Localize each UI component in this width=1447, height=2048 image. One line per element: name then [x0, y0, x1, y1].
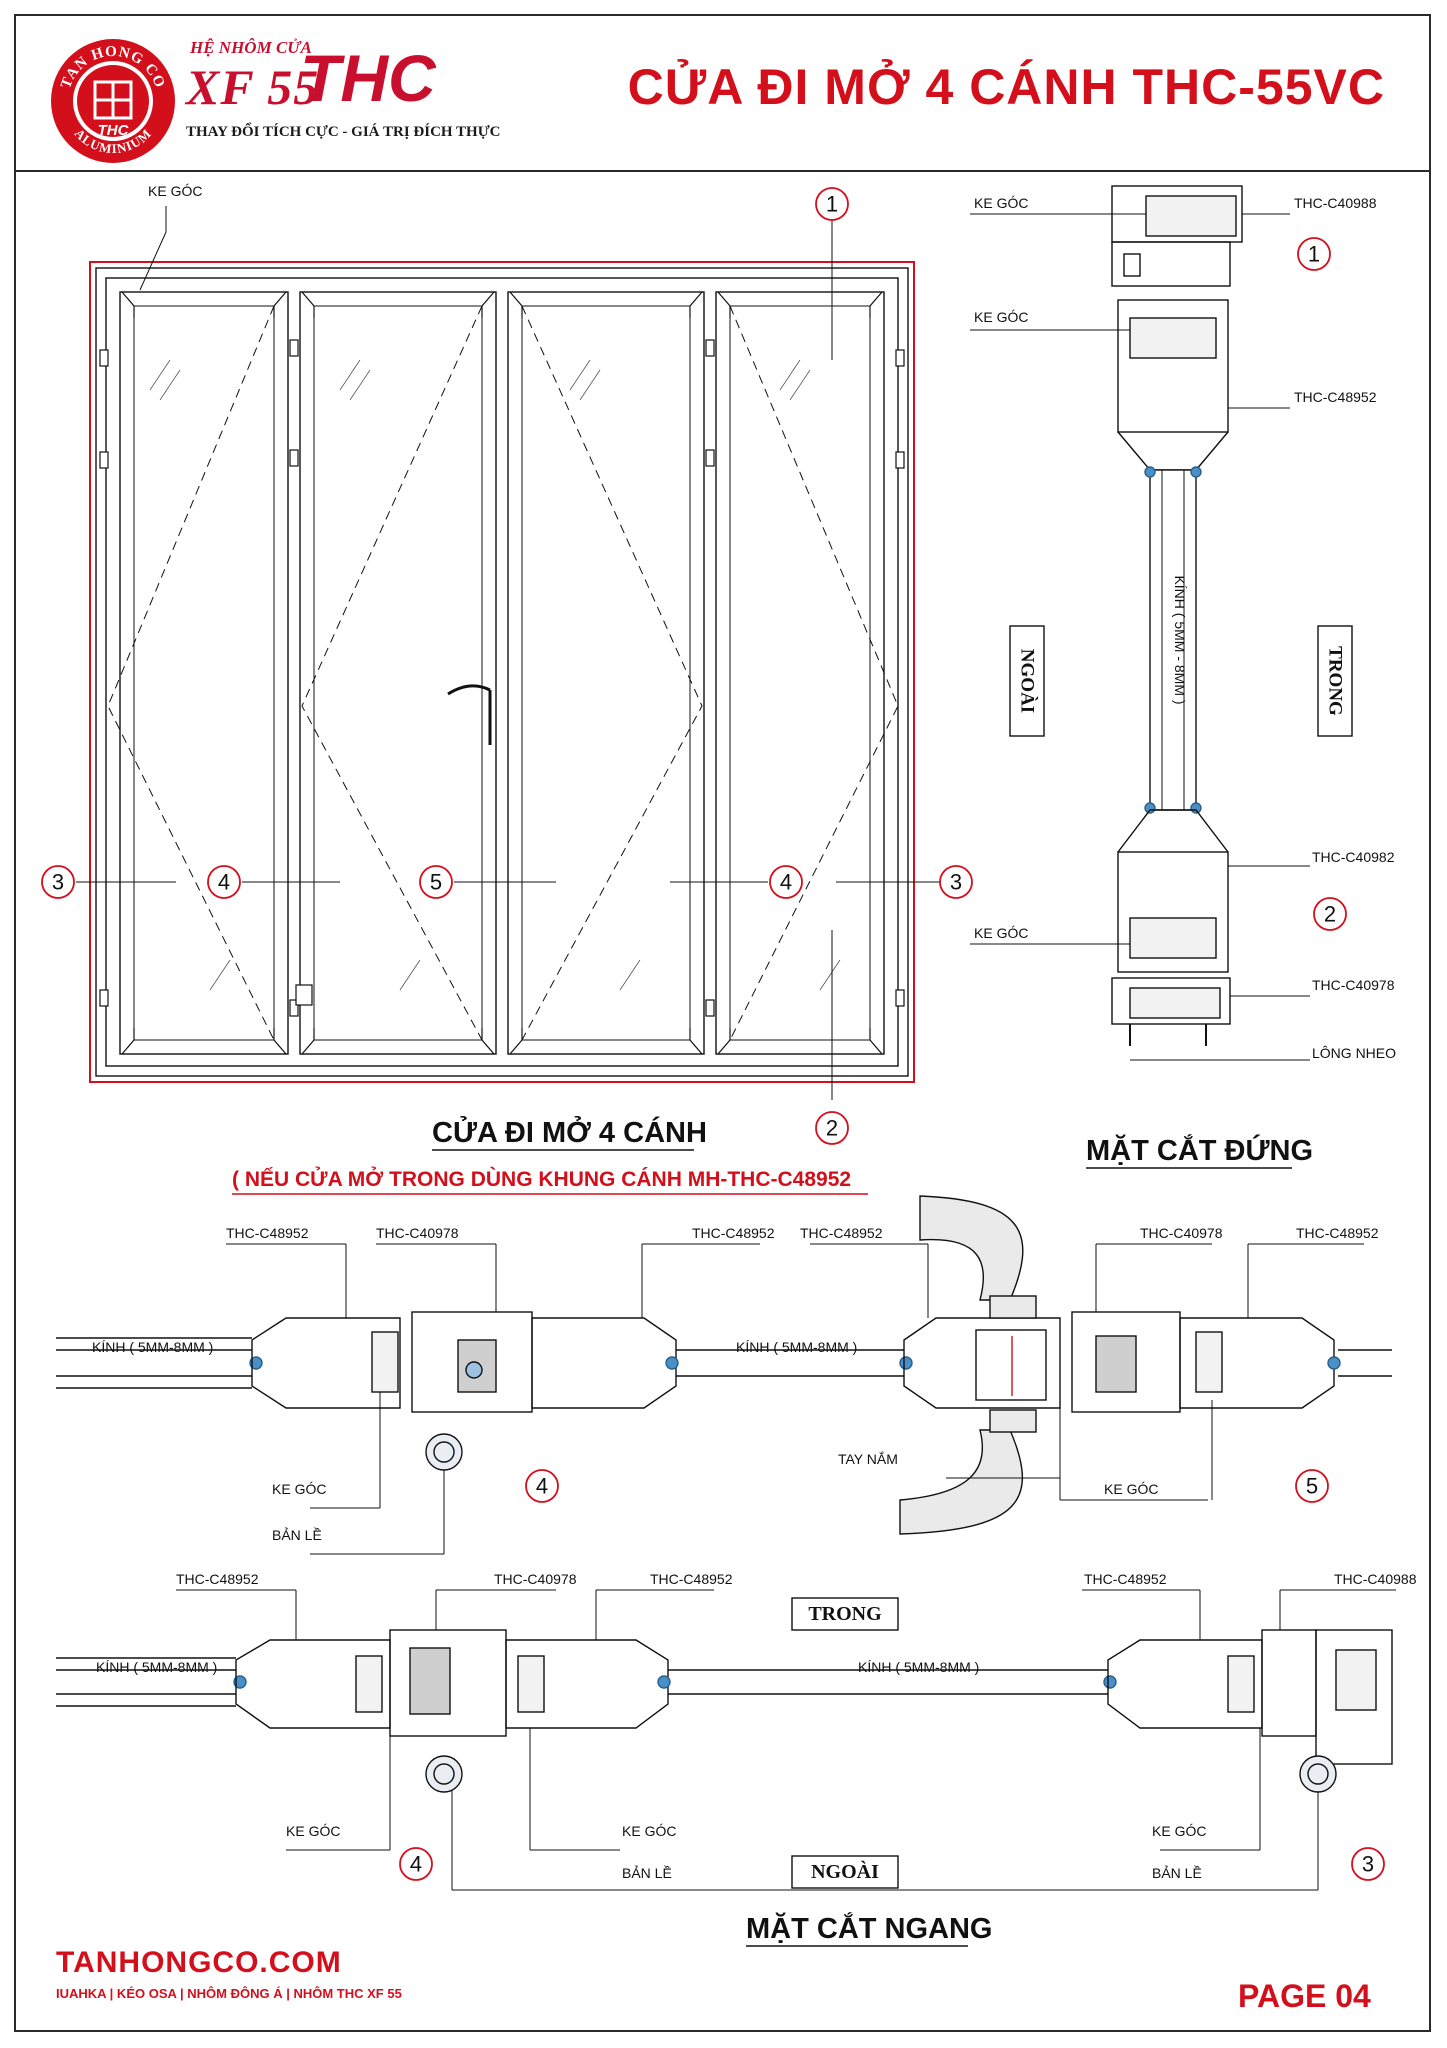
- vs-inside-label: TRONG: [1325, 646, 1346, 716]
- marker-3-right: 3: [950, 870, 962, 895]
- vs-code-c40978: THC-C40978: [1312, 977, 1395, 993]
- st-marker-5: 5: [1306, 1474, 1318, 1499]
- st-glass-left: KÍNH ( 5MM-8MM ): [92, 1339, 213, 1355]
- vs-code-c40982: THC-C40982: [1312, 849, 1395, 865]
- page-number: PAGE 04: [1238, 1978, 1371, 2014]
- sb-code-4: THC-C48952: [1084, 1571, 1167, 1587]
- footer-brands: IUAHKA | KÉO OSA | NHÔM ĐÔNG Á | NHÔM TH…: [56, 1986, 402, 2001]
- vs-code-c48952: THC-C48952: [1294, 389, 1377, 405]
- sheet-border: [14, 14, 1431, 2032]
- elevation-caption: CỬA ĐI MỞ 4 CÁNH: [432, 1115, 707, 1149]
- sb-marker-4: 4: [410, 1852, 422, 1877]
- vs-marker-1: 1: [1308, 242, 1320, 267]
- sb-code-1: THC-C48952: [176, 1571, 259, 1587]
- elevation-callout-lines: [76, 206, 940, 1100]
- elevation-note: ( NẾU CỬA MỞ TRONG DÙNG KHUNG CÁNH MH-TH…: [232, 1167, 851, 1191]
- sb-ke-goc-left: KE GÓC: [286, 1823, 340, 1839]
- tanhongco-logo: TAN HONG CO ALUMINIUM THC: [51, 39, 175, 163]
- series-label: XF 55: [186, 59, 320, 115]
- sb-glass-left: KÍNH ( 5MM-8MM ): [96, 1659, 217, 1675]
- st-code-1: THC-C48952: [226, 1225, 309, 1241]
- header-divider: [14, 170, 1431, 172]
- vs-long-nheo: LÔNG NHEO: [1312, 1045, 1396, 1061]
- horizontal-section-top: [56, 1195, 1392, 1535]
- st-code-5: THC-C40978: [1140, 1225, 1223, 1241]
- vs-code-c40988: THC-C40988: [1294, 195, 1377, 211]
- sb-ban-le-right: BẢN LỀ: [1152, 1865, 1202, 1881]
- vs-glass-label: KÍNH ( 5MM - 8MM ): [1172, 575, 1188, 704]
- sb-code-5: THC-C40988: [1334, 1571, 1417, 1587]
- vertical-section-leaders: [970, 213, 1310, 1061]
- vs-marker-2: 2: [1324, 902, 1336, 927]
- vs-ke-goc-sash: KE GÓC: [974, 309, 1028, 325]
- st-tay-nam: TAY NẮM: [838, 1450, 898, 1467]
- marker-4-right: 4: [780, 870, 792, 895]
- vs-ke-goc-top: KE GÓC: [974, 195, 1028, 211]
- st-marker-4: 4: [536, 1474, 548, 1499]
- marker-4-left: 4: [218, 870, 230, 895]
- horizontal-section-caption: MẶT CẮT NGANG: [746, 1911, 992, 1945]
- marker-3-left: 3: [52, 870, 64, 895]
- st-ke-goc-right: KE GÓC: [1104, 1481, 1158, 1497]
- sb-marker-3: 3: [1362, 1852, 1374, 1877]
- brand-thc: THC: [300, 41, 436, 115]
- sb-ke-goc-mid: KE GÓC: [622, 1823, 676, 1839]
- page-title: CỬA ĐI MỞ 4 CÁNH THC-55VC: [627, 59, 1385, 115]
- section-bottom-leaders: [176, 1589, 1396, 1891]
- vs-outside-label: NGOÀI: [1017, 649, 1039, 713]
- door-elevation: [89, 261, 915, 1083]
- st-code-3: THC-C48952: [692, 1225, 775, 1241]
- marker-2: 2: [826, 1116, 838, 1141]
- sb-ban-le-mid: BẢN LỀ: [622, 1865, 672, 1881]
- vs-ke-goc-bottom: KE GÓC: [974, 925, 1028, 941]
- sb-outside-label: NGOÀI: [811, 1860, 879, 1883]
- system-label: HỆ NHÔM CỬA: [190, 38, 312, 57]
- slogan: THAY ĐỔI TÍCH CỰC - GIÁ TRỊ ĐÍCH THỰC: [186, 124, 501, 140]
- footer-website: TANHONGCO.COM: [56, 1946, 342, 1979]
- st-ban-le: BẢN LỀ: [272, 1527, 322, 1543]
- vertical-section-caption: MẶT CẮT ĐỨNG: [1086, 1133, 1313, 1167]
- logo-mark: THC: [98, 122, 130, 139]
- st-code-2: THC-C40978: [376, 1225, 459, 1241]
- sb-ke-goc-right: KE GÓC: [1152, 1823, 1206, 1839]
- st-ke-goc-left: KE GÓC: [272, 1481, 326, 1497]
- st-glass-mid: KÍNH ( 5MM-8MM ): [736, 1339, 857, 1355]
- vertical-section: [1111, 185, 1243, 1046]
- horizontal-section-bottom: [56, 1629, 1393, 1793]
- marker-1: 1: [826, 192, 838, 217]
- sb-code-2: THC-C40978: [494, 1571, 577, 1587]
- elevation-ke-goc-label: KE GÓC: [148, 183, 202, 199]
- sb-glass-mid: KÍNH ( 5MM-8MM ): [858, 1659, 979, 1675]
- st-code-6: THC-C48952: [1296, 1225, 1379, 1241]
- elevation-markers: 1 2 3 4 5 4 3: [41, 187, 973, 1145]
- sb-code-3: THC-C48952: [650, 1571, 733, 1587]
- sb-inside-label: TRONG: [808, 1603, 882, 1625]
- marker-5: 5: [430, 870, 442, 895]
- section-top-leaders: [226, 1243, 1364, 1555]
- st-code-4: THC-C48952: [800, 1225, 883, 1241]
